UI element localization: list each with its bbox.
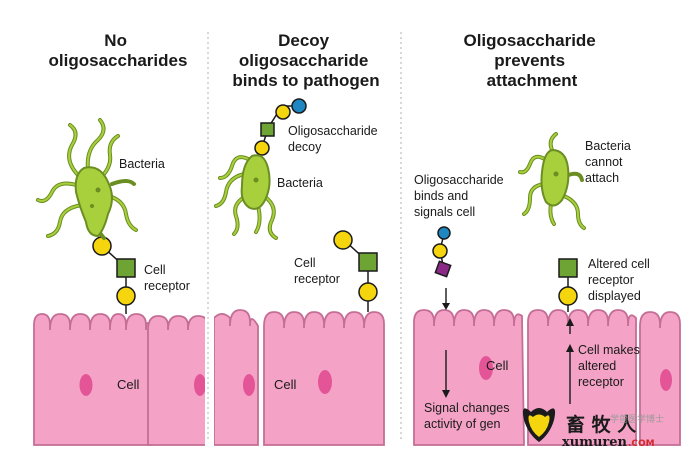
signal-label: Oligosaccharide binds and signals cell: [414, 173, 507, 219]
decoy-label: Oligosaccharide decoy: [288, 124, 381, 154]
cell-label: Cell: [274, 377, 297, 392]
bacteria-body: [540, 148, 570, 207]
receptor-label: Cell receptor: [144, 263, 190, 293]
cell-nucleus: [243, 374, 255, 396]
altered-receptor-label: Altered cell receptor displayed: [588, 257, 653, 303]
green-sugar-icon: [358, 252, 378, 272]
green-sugar-icon: [116, 258, 136, 278]
yellow-sugar-icon: [358, 282, 378, 302]
watermark-faint: 学兽医学博士: [610, 413, 664, 425]
cell-membrane: [214, 309, 259, 446]
green-sugar-icon: [558, 258, 578, 278]
panel-heading: No oligosaccharides: [49, 31, 188, 70]
panel-no-oligosaccharides: No oligosaccharides Cell: [33, 31, 205, 446]
cell-nucleus: [660, 369, 672, 391]
cell-label: Cell: [117, 377, 140, 392]
panel-heading: Decoy oligosaccharide binds to pathogen: [232, 31, 379, 90]
yellow-sugar-icon: [432, 243, 448, 259]
yellow-sugar-icon: [333, 230, 353, 250]
arrow-head-icon: [566, 344, 574, 352]
receptor-label: Cell receptor: [294, 256, 340, 286]
panel-decoy: Decoy oligosaccharide binds to pathogen …: [214, 31, 385, 446]
panel-prevents-attachment: Oligosaccharide prevents attachment Cell…: [413, 31, 681, 446]
green-sugar-icon: [260, 122, 275, 137]
cell-label: Cell: [486, 358, 509, 373]
blue-sugar-icon: [291, 98, 307, 114]
bacteria-icon: [518, 132, 586, 230]
bacteria-label: Bacteria: [119, 157, 165, 171]
signal-changes-label: Signal changes activity of gen: [424, 401, 513, 431]
blue-sugar-icon: [437, 226, 451, 240]
watermark-com: .COM: [628, 439, 655, 449]
yellow-sugar-icon: [92, 236, 112, 256]
cell-makes-label: Cell makes altered receptor: [578, 343, 643, 389]
cell-membrane: [33, 313, 153, 446]
bacteria-label: Bacteria cannot attach: [585, 139, 634, 185]
cell-nucleus: [194, 374, 205, 396]
watermark-site: xumuren: [562, 435, 628, 450]
bacteria-label: Bacteria: [277, 176, 323, 190]
yellow-sugar-icon: [558, 286, 578, 306]
cell-nucleus: [79, 374, 93, 396]
cell-nucleus: [318, 370, 332, 394]
cell-nucleus: [479, 356, 493, 380]
yellow-sugar-icon: [254, 140, 270, 156]
bacteria-body: [74, 166, 113, 238]
watermark-chinese: 畜 牧 人: [566, 413, 637, 436]
cell-membrane: [639, 311, 681, 446]
yellow-sugar-icon: [116, 286, 136, 306]
panel-heading: Oligosaccharide prevents attachment: [463, 31, 600, 90]
arrow-head-icon: [442, 303, 450, 310]
arrow-head-icon: [442, 390, 450, 398]
cell-membrane: [147, 315, 205, 446]
yellow-sugar-icon: [275, 104, 291, 120]
watermark: 畜 牧 人 xumuren .COM 学兽医学博士: [522, 408, 664, 450]
cell-membrane: [413, 309, 525, 446]
arrow-head-icon: [566, 318, 574, 326]
bacteria-icon: [36, 118, 138, 240]
purple-sugar-icon: [434, 260, 452, 278]
